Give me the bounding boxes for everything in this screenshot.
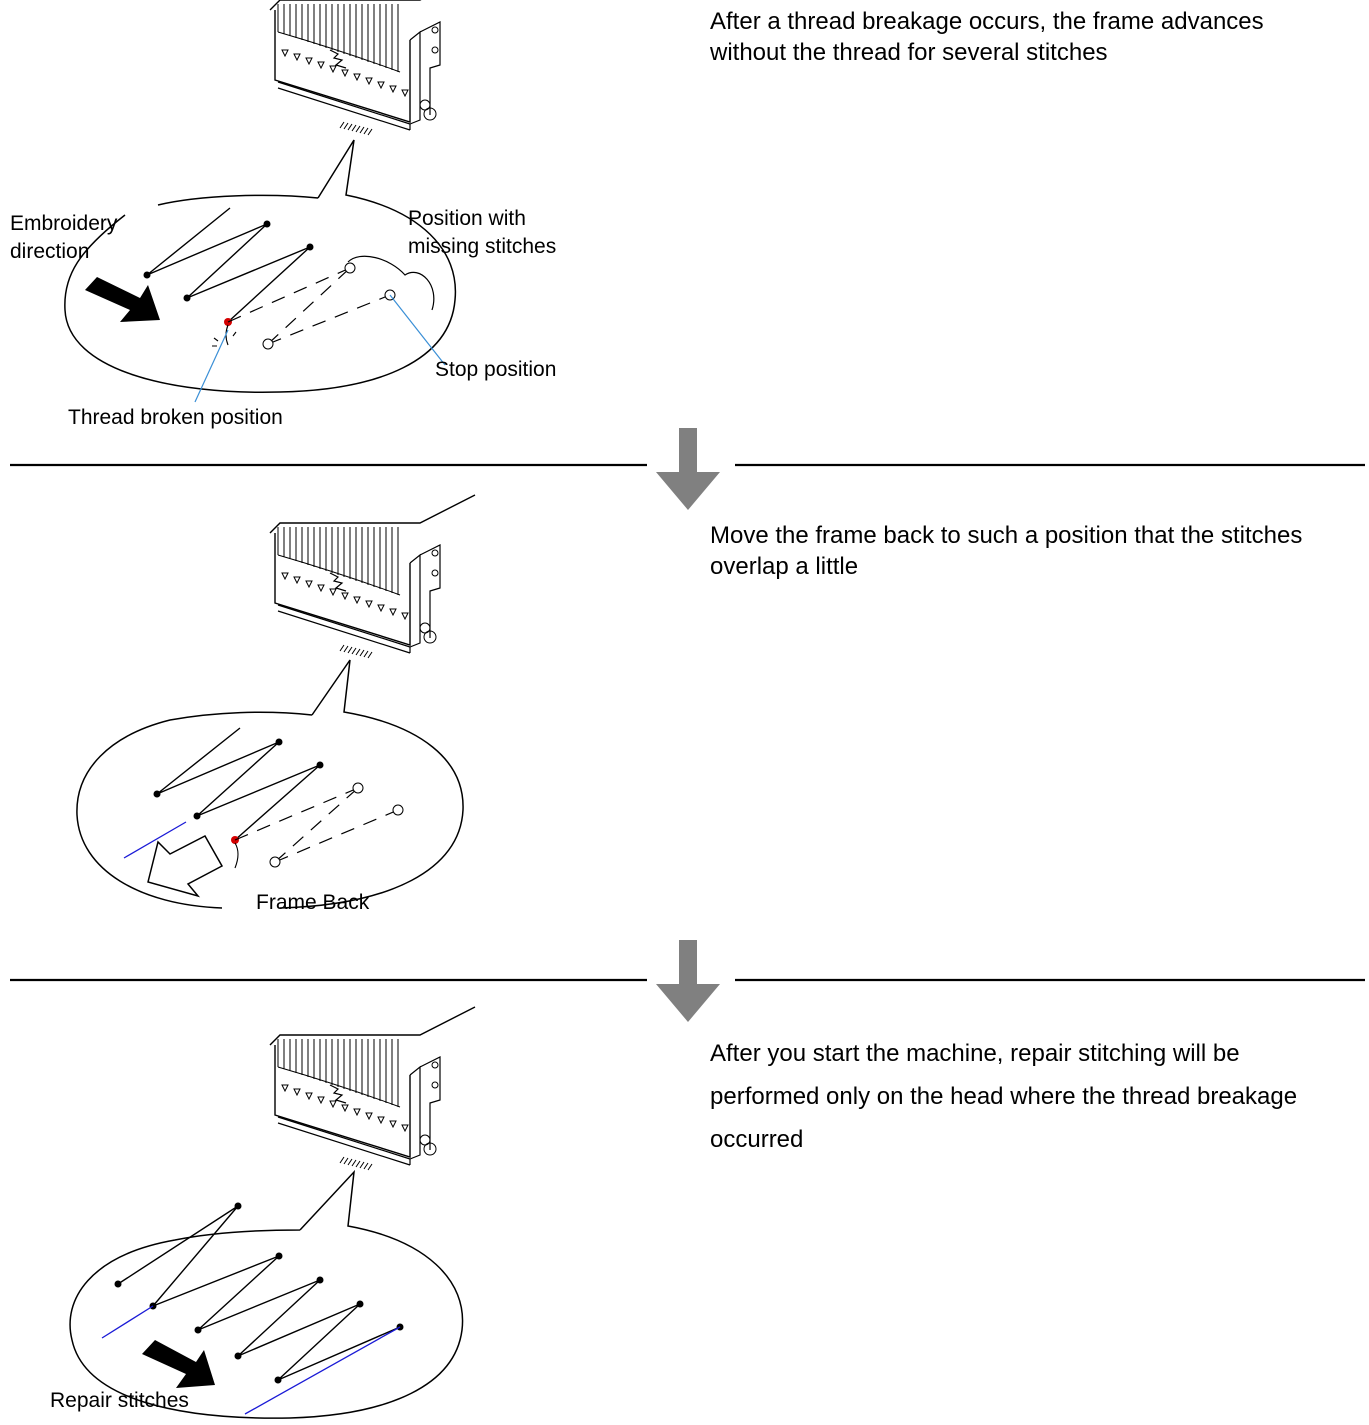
down-arrow-icon [656, 428, 720, 510]
embroidery-machine-head-icon [269, 494, 476, 659]
embroidery-direction-label: Embroidery direction [10, 212, 118, 263]
step-2-illustration [76, 494, 476, 909]
down-arrow-icon [656, 940, 720, 1022]
missing-stitches-label: Position with missing stitches [408, 207, 557, 258]
stop-position-label: Stop position [435, 358, 557, 381]
thread-broken-position-label: Thread broken position [68, 406, 283, 429]
zoom-bubble [64, 139, 457, 393]
repair-stitches-label: Repair stitches [50, 1389, 189, 1412]
zoom-bubble [69, 1169, 464, 1419]
step-1-illustration [64, 0, 476, 403]
zoom-bubble [76, 659, 464, 909]
step-3-illustration [69, 1006, 476, 1419]
direction-arrow-icon [85, 277, 160, 322]
step-3-description: After you start the machine, repair stit… [710, 1040, 1298, 1153]
frame-back-arrow-icon [147, 835, 224, 898]
direction-arrow-icon [142, 1340, 215, 1388]
frame-back-label: Frame Back [256, 891, 370, 914]
step-2-description: Move the frame back to such a position t… [710, 522, 1303, 580]
step-1-description: After a thread breakage occurs, the fram… [710, 8, 1264, 66]
embroidery-machine-head-icon [269, 0, 476, 136]
embroidery-machine-head-icon [269, 1006, 476, 1171]
